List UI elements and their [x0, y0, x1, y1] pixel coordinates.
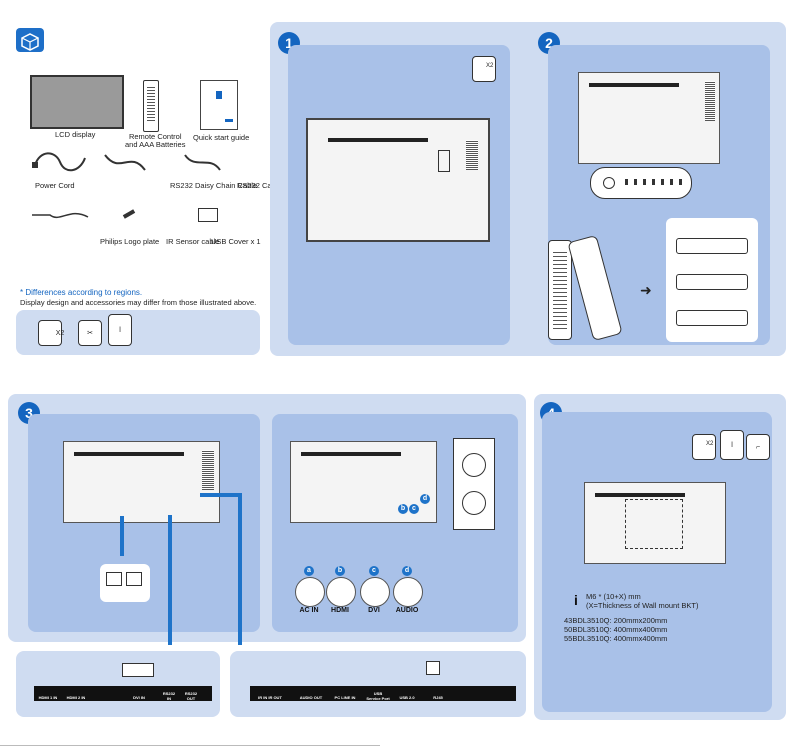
model-50: 50BDL3510Q: 400mmx400mm [564, 625, 668, 634]
port-hdmi1: HDMI 1 IN [38, 695, 58, 700]
step-2-tv-back [578, 72, 720, 164]
tv-badge-d: d [420, 494, 430, 504]
tv-badge-c: c [409, 504, 419, 514]
ports-left-strip [34, 686, 212, 701]
step-4-drill-icon: ⌐ [746, 434, 770, 460]
screwdriver-icon: ǀ [108, 314, 132, 346]
page-bottom-line [0, 745, 380, 746]
power-cord-image [32, 152, 86, 172]
ports-left-panel: HDMI 1 IN HDMI 2 IN DVI IN RS232 IN RS23… [16, 651, 220, 717]
screw-spec-note: (X=Thickness of Wall mount BKT) [586, 601, 699, 610]
step-3-panel: 3 b c d a AC IN b HDMI c DVI d AUDIO [8, 394, 526, 642]
remote-control-label: Remote Control and AAA Batteries [125, 132, 186, 149]
port-rs232-in: RS232 IN [162, 691, 176, 701]
disclaimer: Display design and accessories may diffe… [20, 298, 257, 307]
ports-right-strip [250, 686, 516, 701]
step-2-remote-image [548, 240, 572, 340]
regions-note: * Differences according to regions. [20, 288, 143, 297]
rs232-cable-label: RS232 Cable [237, 181, 282, 190]
port-hdmi2: HDMI 2 IN [66, 695, 86, 700]
port-ir: IR IN IR OUT [258, 695, 282, 700]
step-4-screw-qty: X2 [706, 441, 714, 447]
port-rs232-out: RS232 OUT [184, 691, 198, 701]
rs232-cable-image [184, 154, 221, 171]
rs232-daisy-chain-label: RS232 Daisy Chain Cable [170, 181, 258, 190]
ac-inlet-box [100, 564, 150, 602]
remote-control-image [143, 80, 159, 132]
arrow-right-icon: ➜ [640, 282, 652, 298]
screw-qty: X2 [55, 329, 65, 337]
pc-tower-image [453, 438, 495, 530]
port-pc-line-in: PC LINE IN [334, 695, 356, 700]
usb-cover-image [198, 208, 218, 222]
box-icon [16, 28, 44, 52]
step-2-battery-box [666, 218, 758, 342]
port-dvi: DVI IN [133, 695, 145, 700]
screw-spec: M6 * (10+X) mm [586, 592, 641, 601]
steps-1-2-panel: 1 X2 2 ➜ [270, 22, 786, 356]
screw-icon: X2 [38, 320, 65, 346]
port-usb: USB 2.0 [399, 695, 415, 700]
quick-start-guide-label: Quick start guide [193, 133, 250, 142]
port-rj45: RJ45 [433, 695, 443, 700]
step-4-screwdriver-icon: ǀ [720, 430, 744, 460]
lcd-display-label: LCD display [55, 130, 96, 139]
tv-badge-b: b [398, 504, 408, 514]
step-3-tv-left [63, 441, 220, 523]
step-1-tv-back [306, 118, 490, 242]
step-2-control-panel-zoom [590, 167, 692, 199]
power-cord-label: Power Cord [35, 181, 75, 190]
rs232-daisy-chain-cable-image [104, 154, 146, 171]
step-4-tv-back [584, 482, 726, 564]
screw-info-icon: i [574, 592, 578, 608]
ir-sensor-label: IR Sensor cable [166, 237, 220, 246]
quick-start-guide-image [200, 80, 238, 130]
usb-cover-label: USB Cover x 1 [211, 237, 261, 246]
step-4-screw-icon: X2 [692, 434, 716, 460]
tools-panel: X2 ✂ ǀ [16, 310, 260, 355]
model-43: 43BDL3510Q: 200mmx200mm [564, 616, 668, 625]
logo-plate-image [122, 209, 136, 219]
model-55: 55BDL3510Q: 400mmx400mm [564, 634, 668, 643]
lcd-display-image [30, 75, 124, 129]
scissors-icon: ✂ [78, 320, 102, 346]
step-1-screw-qty: X2 [486, 63, 494, 69]
ir-sensor-cable-image [32, 212, 89, 219]
step-4-panel: 4 X2 ǀ ⌐ i M6 * (10+X) mm (X=Thickness o… [534, 394, 786, 720]
step-1-screw-icon: X2 [472, 56, 496, 82]
logo-plate-label: Philips Logo plate [100, 237, 160, 246]
port-audio-out: AUDIO OUT [299, 695, 323, 700]
port-usb-service: USB Service Port [366, 691, 390, 701]
ports-right-panel: IR IN IR OUT AUDIO OUT PC LINE IN USB Se… [230, 651, 526, 717]
